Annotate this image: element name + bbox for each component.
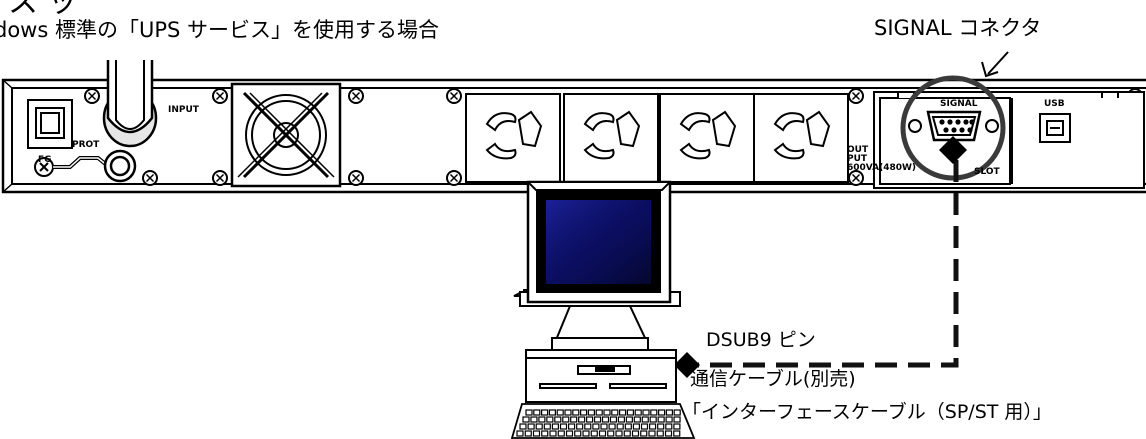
panel-screws	[84, 88, 1143, 186]
cable-label: 通信ケーブル(別売)	[690, 368, 856, 390]
dsub9-pin-label: DSUB9 ピン	[706, 329, 816, 351]
cable-end-connector-pc	[674, 352, 700, 378]
usb-port-label: USB	[1044, 99, 1065, 109]
signal-port-label: SIGNAL	[940, 99, 978, 109]
fg-label: FG	[38, 155, 52, 165]
communication-cable	[690, 160, 959, 368]
output-rating-label: 600VA(480W)	[847, 163, 917, 173]
diagram-heading: dows 標準の「UPS サービス」を使用する場合	[0, 18, 440, 42]
input-label: INPUT	[168, 105, 199, 115]
screw	[212, 88, 228, 104]
screw	[84, 88, 100, 104]
ac-outlets	[465, 93, 849, 183]
output-label-1: OUT	[847, 145, 869, 155]
pc-monitor	[513, 180, 681, 351]
outlet-sockets	[485, 110, 831, 160]
signal-connector-label: SIGNAL コネクタ	[874, 16, 1042, 40]
pc-keyboard	[510, 403, 696, 439]
output-label-2: PUT	[847, 154, 868, 164]
interface-slot	[873, 91, 1145, 189]
signal-highlight-circle	[900, 75, 1006, 181]
screw	[446, 88, 462, 104]
input-power-cable	[102, 60, 158, 183]
cable-end-connector-ups	[939, 136, 967, 164]
outlet-socket	[773, 110, 831, 160]
cable-name-label: 「インターフェースケーブル（SP/ST 用）」	[682, 401, 1052, 423]
screw	[142, 170, 158, 186]
outlet-socket	[679, 110, 737, 160]
screw	[348, 88, 364, 104]
pc-desktop-unit	[525, 349, 677, 403]
outlet-socket	[485, 110, 543, 160]
screw	[212, 170, 228, 186]
signal-dsub9-connector	[908, 110, 999, 142]
power-inlet-module	[27, 99, 73, 149]
fg-ground-screw	[34, 156, 110, 177]
slot-label: SLOT	[974, 167, 1000, 177]
heading-cut-off-line: ス ッ	[8, 0, 78, 20]
screw	[848, 170, 864, 186]
cooling-fan	[230, 82, 342, 188]
prot-label: PROT	[72, 140, 100, 150]
screw	[446, 170, 462, 186]
screw	[848, 88, 864, 104]
outlet-socket	[583, 110, 641, 160]
usb-port	[1039, 113, 1071, 143]
signal-callout-arrow	[981, 51, 1009, 78]
screw	[348, 170, 364, 186]
